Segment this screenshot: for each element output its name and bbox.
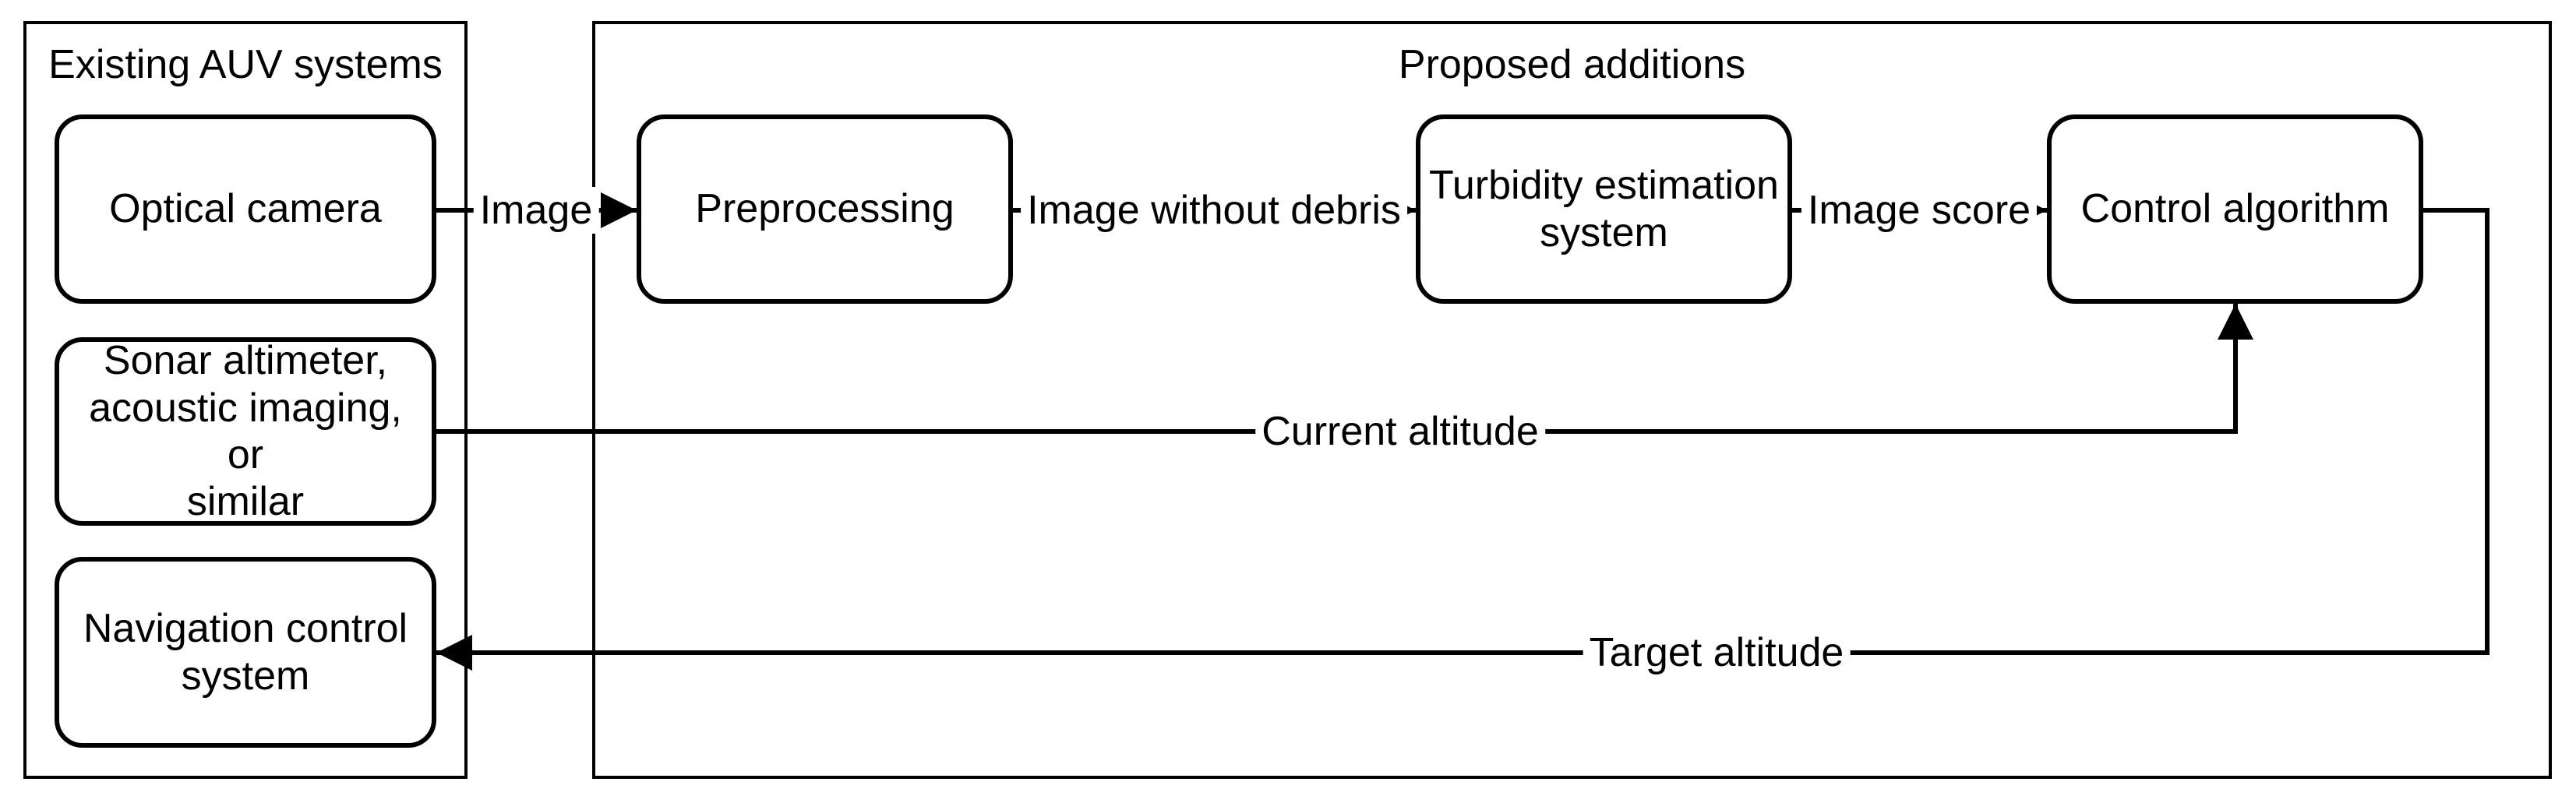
node-navigation-control-system: Navigation control system (55, 557, 436, 748)
edge-label-current-altitude: Current altitude (1255, 408, 1545, 455)
node-control-algorithm: Control algorithm (2047, 114, 2423, 304)
node-optical-camera: Optical camera (55, 114, 436, 304)
node-turbidity-estimation-system: Turbidity estimation system (1416, 114, 1792, 304)
edge-label-image: Image (473, 187, 599, 234)
edge-label-image-without-debris: Image without debris (1021, 187, 1407, 234)
node-preprocessing: Preprocessing (637, 114, 1013, 304)
edge-label-image-score: Image score (1801, 187, 2038, 234)
group-title-existing-auv-systems: Existing AUV systems (48, 42, 443, 87)
edge-label-target-altitude: Target altitude (1583, 629, 1851, 676)
group-title-proposed-additions: Proposed additions (1398, 42, 1746, 87)
node-sonar-altimeter: Sonar altimeter, acoustic imaging, or si… (55, 337, 436, 526)
